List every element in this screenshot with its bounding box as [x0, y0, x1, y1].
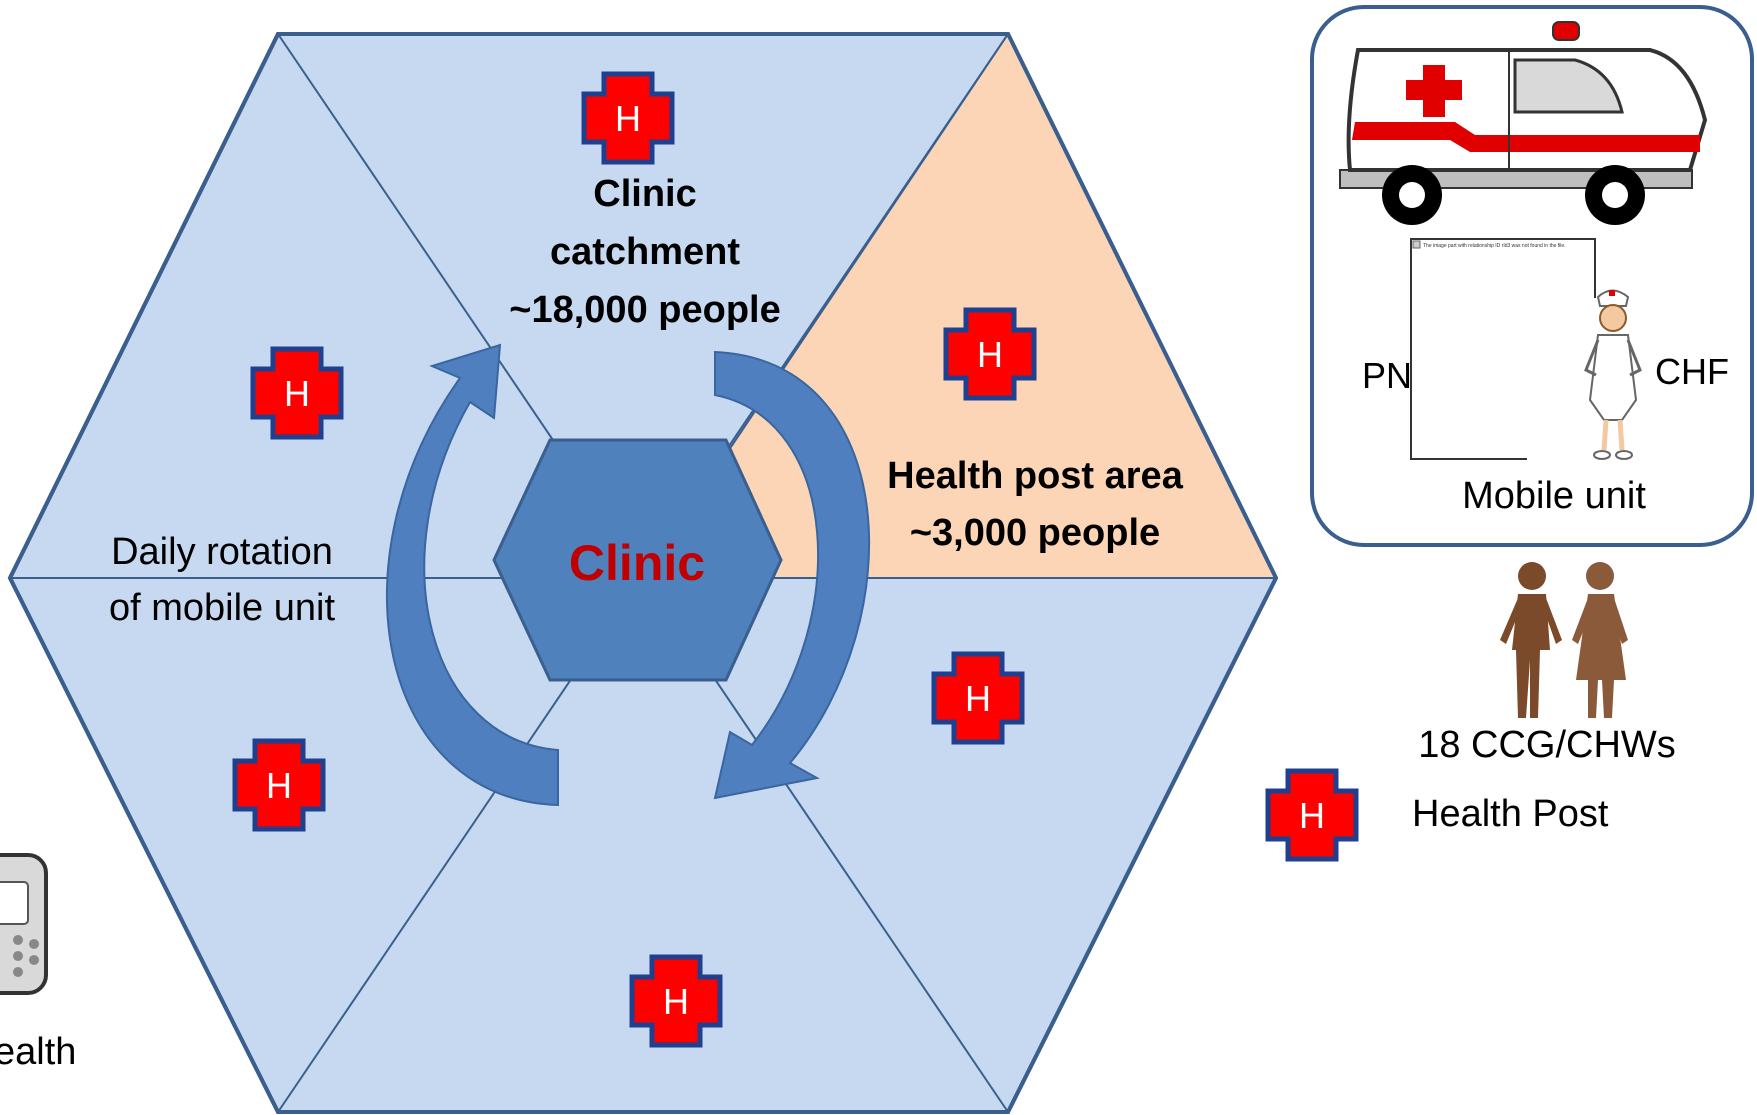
- health-post-letter: H: [266, 765, 292, 806]
- health-post-letter: H: [1299, 795, 1325, 836]
- health-post-letter: H: [663, 981, 689, 1022]
- phone-icon: [0, 853, 48, 995]
- health-post-marker: H: [584, 74, 672, 162]
- catchment-line2: catchment: [550, 231, 740, 273]
- health-post-marker: H: [632, 957, 720, 1045]
- health-post-letter: H: [284, 373, 310, 414]
- catchment-line1: Clinic: [593, 173, 696, 215]
- rotation-line2: of mobile unit: [109, 587, 335, 629]
- broken-image-text: The image part with relationship ID rId3…: [1423, 243, 1566, 249]
- health-post-marker: H: [235, 741, 323, 829]
- clinic-hexagon: Clinic: [492, 438, 783, 682]
- legend-health-post-label: Health Post: [1412, 793, 1609, 835]
- rotation-arrow-right: [713, 350, 871, 800]
- chw-label: 18 CCG/CHWs: [1418, 724, 1676, 766]
- rotation-arrow-left: [385, 343, 559, 807]
- health-post-letter: H: [977, 334, 1003, 375]
- health-post-area-line1: Health post area: [887, 455, 1184, 497]
- health-post-letter: H: [965, 678, 991, 719]
- health-post-area-label: Health post area ~3,000 people: [887, 455, 1184, 554]
- broken-image-placeholder: The image part with relationship ID rId3…: [1410, 238, 1596, 460]
- rotation-label: Daily rotation of mobile unit: [109, 531, 335, 629]
- health-post-marker: H: [253, 349, 341, 437]
- chf-label: CHF: [1655, 351, 1729, 392]
- mobile-unit-panel: The image part with relationship ID rId3…: [1310, 5, 1754, 547]
- chw-figures-icon: [1500, 562, 1628, 718]
- clinic-catchment-label: Clinic catchment ~18,000 people: [509, 173, 780, 331]
- clinic-label: Clinic: [569, 535, 705, 591]
- nurse-icon: [1584, 289, 1642, 460]
- mobile-unit-caption: Mobile unit: [1462, 475, 1646, 517]
- ambulance-icon: [1339, 21, 1708, 225]
- pn-label: PN: [1362, 355, 1412, 396]
- rotation-line1: Daily rotation: [111, 531, 333, 573]
- health-post-marker: H: [946, 310, 1034, 398]
- left-partial-text: ealth: [0, 1031, 76, 1073]
- health-post-letter: H: [615, 98, 641, 139]
- legend-health-post-marker: H: [1268, 771, 1356, 859]
- catchment-line3: ~18,000 people: [509, 289, 780, 331]
- health-post-area-line2: ~3,000 people: [910, 512, 1160, 554]
- health-post-marker: H: [934, 654, 1022, 742]
